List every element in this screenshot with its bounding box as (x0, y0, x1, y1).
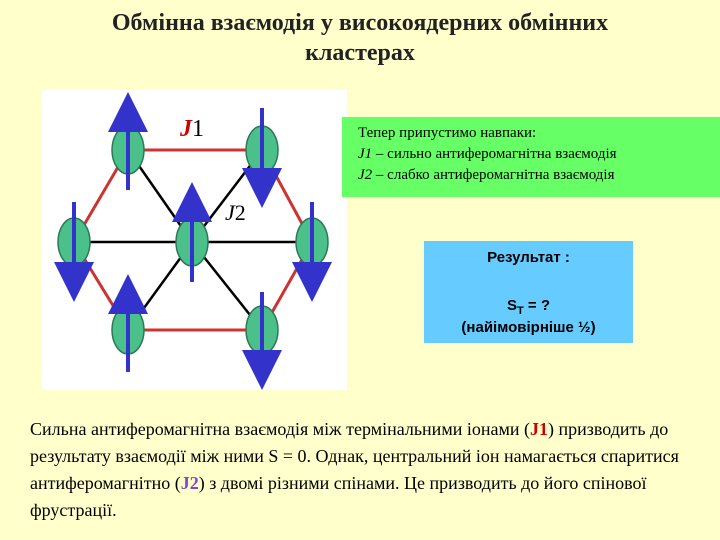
explanation-j1: J1 (529, 419, 548, 439)
exchange-cluster-diagram: J1 J2 (42, 90, 347, 390)
result-formula: ST = ? (424, 297, 633, 317)
assumption-line-3: J2 – слабко антиферомагнітна взаємодія (358, 165, 720, 186)
label-j2-num: 2 (234, 200, 246, 225)
explanation-part-3: ) з двомі різними спінами. Це призводить… (30, 473, 647, 520)
result-s: S (506, 297, 517, 314)
page-title: Обмінна взаємодія у високоядерних обмінн… (0, 8, 720, 68)
result-box: Результат : ST = ? (найімовірніше ½) (424, 241, 633, 343)
result-eq: = ? (523, 297, 550, 314)
assumption-line-3-text: – слабко антиферомагнітна взаємодія (372, 167, 615, 183)
label-j1-letter: J (180, 116, 192, 142)
cluster-svg (54, 92, 332, 390)
assumption-line-1: Тепер припустимо навпаки: (358, 125, 537, 141)
label-j2: J2 (225, 200, 246, 226)
result-note: (найімовірніше ½) (461, 319, 596, 336)
assumption-line-2-text: – сильно антиферомагнітна взаємодія (372, 146, 617, 162)
assumption-j1: J1 (358, 146, 373, 162)
explanation-paragraph: Сильна антиферомагнітна взаємодія між те… (30, 416, 710, 524)
assumption-j2: J2 (358, 167, 373, 183)
title-line-1: Обмінна взаємодія у високоядерних обмінн… (111, 10, 609, 36)
explanation-j2: J2 (180, 473, 199, 493)
title-line-2: кластерах (305, 40, 415, 66)
label-j1: J1 (180, 116, 204, 143)
assumption-line-2: J1 – сильно антиферомагнітна взаємодія (358, 144, 720, 165)
result-sub: T (517, 305, 524, 317)
explanation-part-2: ) призводить до результату взаємодії між… (30, 419, 679, 493)
label-j2-letter: J (225, 200, 235, 225)
label-j1-num: 1 (192, 116, 204, 142)
result-title: Результат : (487, 249, 570, 266)
assumption-box: Тепер припустимо навпаки: J1 – сильно ан… (342, 117, 720, 197)
explanation-part-1: Сильна антиферомагнітна взаємодія між те… (30, 419, 530, 439)
